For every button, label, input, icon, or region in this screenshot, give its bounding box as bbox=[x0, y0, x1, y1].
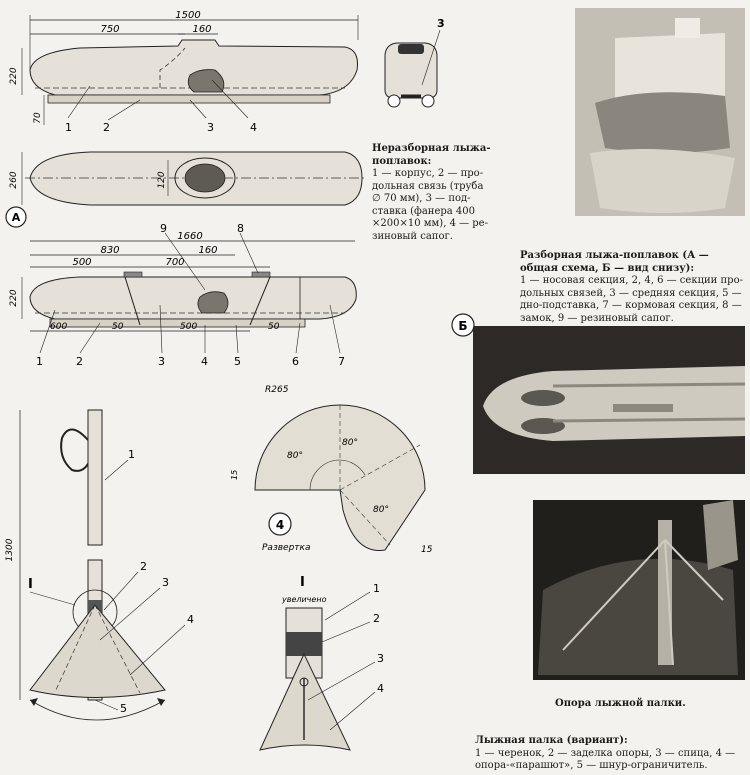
development-drawing: R265 80° 80° 80° 15 15 bbox=[230, 385, 433, 555]
ski2-dim-total: 1660 bbox=[177, 231, 202, 242]
ski2-callout-9: 9 bbox=[160, 222, 167, 235]
development-angle-2: 80° bbox=[342, 438, 358, 448]
ski1-dim-total: 1500 bbox=[175, 10, 200, 21]
ski2-dim-b600: 600 bbox=[50, 322, 67, 332]
ski2-caption-line: замок, 9 — резиновый сапог. bbox=[520, 312, 674, 324]
ski1-dim-front: 750 bbox=[100, 24, 119, 35]
pole-caption-title: Лыжная палка (вариант): bbox=[475, 735, 628, 746]
pole-caption: Лыжная палка (вариант): 1 — черенок, 2 —… bbox=[475, 735, 747, 773]
pole-callout-5: 5 bbox=[120, 702, 127, 715]
ski2-caption-line: 1 — носовая секция, 2, 4, 6 — секции про… bbox=[520, 275, 743, 286]
ski2-caption-title: Разборная лыжа-поплавок (А — общая схема… bbox=[520, 250, 709, 274]
ski1-callout-1: 1 bbox=[65, 121, 72, 134]
pole-roman: I bbox=[28, 577, 33, 592]
ski1-front-callout: 3 bbox=[437, 17, 445, 30]
detail-drawing: I увеличено 1 2 3 4 bbox=[259, 575, 384, 751]
ski2-callout-8: 8 bbox=[237, 222, 244, 235]
ski1-drawing: 1500 750 160 220 70 1 2 3 4 260 120 bbox=[9, 10, 365, 206]
pole-callout-3: 3 bbox=[162, 576, 169, 589]
development-d15a: 15 bbox=[230, 470, 239, 480]
ski1-caption-line: 1 — корпус, 2 — про- bbox=[372, 168, 484, 179]
ski2-dim-b50b: 50 bbox=[268, 322, 280, 332]
development-d15b: 15 bbox=[421, 545, 433, 555]
ski1-callout-4: 4 bbox=[250, 121, 257, 134]
photo-ski-bottom bbox=[473, 326, 745, 474]
ski2-callout-5: 5 bbox=[234, 355, 241, 368]
detail-callout-3: 3 bbox=[377, 652, 384, 665]
ski2-dim-b50a: 50 bbox=[112, 322, 124, 332]
ski2-callout-2: 2 bbox=[76, 355, 83, 368]
ski1-caption-line: зиновый сапог. bbox=[372, 230, 453, 242]
ski2-dim-830: 830 bbox=[100, 245, 119, 256]
ski1-caption-title: Неразборная лыжа-поплавок: bbox=[372, 143, 491, 167]
detail-callout-1: 1 bbox=[373, 582, 380, 595]
pole-callout-4: 4 bbox=[187, 613, 194, 626]
ski1-dim-hole: 120 bbox=[157, 171, 167, 188]
ski1-caption: Неразборная лыжа-поплавок: 1 — корпус, 2… bbox=[372, 143, 500, 243]
ski2-callout-1: 1 bbox=[36, 355, 43, 368]
ski1-caption-line: ∅ 70 мм), 3 — под- bbox=[372, 193, 471, 204]
photo-b-marker: Б bbox=[451, 313, 475, 337]
ski1-callout-3: 3 bbox=[207, 121, 214, 134]
detail-callout-2: 2 bbox=[373, 612, 380, 625]
detail-callout-4: 4 bbox=[377, 682, 384, 695]
development-number-text: 4 bbox=[276, 518, 284, 532]
photo-pole-support bbox=[533, 500, 745, 680]
photo-ski-bottom-illustration bbox=[473, 326, 745, 474]
ski1-front-view: 3 bbox=[384, 17, 445, 108]
ski1-callout-2: 2 bbox=[103, 121, 110, 134]
photo-pole-support-illustration bbox=[533, 500, 745, 680]
ski1-dim-height: 220 bbox=[9, 67, 19, 84]
pole-drawing: 1300 I 1 2 3 4 5 bbox=[5, 409, 194, 721]
detail-enlarged: увеличено bbox=[281, 595, 327, 604]
ski2-caption-line: дольных связей, 3 — средняя секция, 5 — bbox=[520, 287, 742, 299]
ski1-dim-runner: 70 bbox=[33, 112, 43, 124]
ski2-callout-4: 4 bbox=[201, 355, 208, 368]
pole-dim-height: 1300 bbox=[5, 538, 15, 561]
ski1-caption-line: дольная связь (труба bbox=[372, 180, 484, 192]
ski2-dim-500: 500 bbox=[72, 257, 91, 268]
ski2-callout-7: 7 bbox=[338, 355, 345, 368]
detail-roman: I bbox=[300, 575, 305, 590]
development-label: Развертка bbox=[262, 543, 310, 553]
ski2-drawing: А 1660 830 160 500 700 220 9 8 600 50 50… bbox=[5, 206, 357, 368]
ski2-callout-6: 6 bbox=[292, 355, 299, 368]
ski1-dim-width: 260 bbox=[9, 171, 19, 188]
ski1-caption-line: ставка (фанера 400 bbox=[372, 205, 476, 217]
development-radius: R265 bbox=[265, 385, 289, 395]
photo3-caption: Опора лыжной палки. bbox=[555, 698, 686, 709]
ski2-callout-3: 3 bbox=[158, 355, 165, 368]
photo-b-marker-text: Б bbox=[458, 319, 467, 333]
ski1-dim-top: 160 bbox=[192, 24, 211, 35]
development-angle-3: 80° bbox=[373, 505, 389, 515]
pole-callout-1: 1 bbox=[128, 448, 135, 461]
pole-caption-line: опора-«парашют», 5 — шнур-ограничитель. bbox=[475, 760, 708, 771]
photo-ski-assembled bbox=[575, 8, 745, 216]
ski2-caption-line: дно-подставка, 7 — кормовая секция, 8 — bbox=[520, 300, 742, 311]
ski2-marker: А bbox=[12, 211, 21, 224]
pole-caption-line: 1 — черенок, 2 — заделка опоры, 3 — спиц… bbox=[475, 747, 736, 759]
ski1-caption-line: ×200×10 мм), 4 — ре- bbox=[372, 218, 488, 229]
ski2-dim-height: 220 bbox=[9, 289, 19, 306]
ski2-dim-160: 160 bbox=[198, 245, 217, 256]
ski2-caption: Разборная лыжа-поплавок (А — общая схема… bbox=[520, 250, 748, 325]
development-number: 4 Развертка bbox=[262, 512, 310, 553]
ski2-dim-b500: 500 bbox=[180, 322, 197, 332]
development-angle-1: 80° bbox=[287, 451, 303, 461]
pole-callout-2: 2 bbox=[140, 560, 147, 573]
photo-ski-assembled-illustration bbox=[575, 8, 745, 216]
ski2-dim-700: 700 bbox=[165, 257, 184, 268]
